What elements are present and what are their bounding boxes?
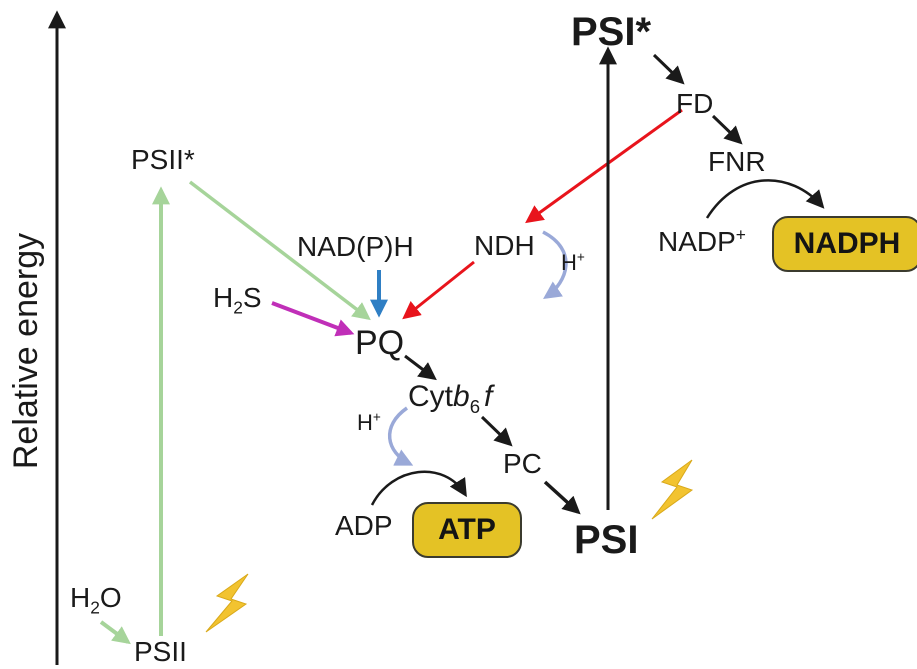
cyt-f: f xyxy=(484,380,493,413)
h2s-sub: 2 xyxy=(233,297,243,318)
proton-charge: + xyxy=(372,409,381,425)
pq-to-cyt-arrow xyxy=(404,354,437,381)
h2s-rest: S xyxy=(242,282,262,313)
energy-axis-label: Relative energy xyxy=(7,232,45,470)
h2o-sub: 2 xyxy=(90,597,100,618)
fnr-label: FNR xyxy=(708,146,766,177)
cyt-base: Cyt xyxy=(408,380,453,413)
psi-star-label: PSI* xyxy=(571,10,652,54)
proton-base: H xyxy=(357,410,373,435)
proton-base: H xyxy=(561,250,577,275)
fd-label: FD xyxy=(676,88,714,119)
pc-to-psi-arrow xyxy=(543,480,581,515)
nadph-label: NADPH xyxy=(793,227,901,260)
h2s-label: H2S xyxy=(213,282,262,317)
adp-to-atp-curve xyxy=(370,470,467,506)
lightning-bolt-icon xyxy=(205,573,249,633)
nadph-product-box: NADPH xyxy=(772,216,917,272)
psii-star-label: PSII* xyxy=(131,144,195,175)
atp-product-box: ATP xyxy=(412,502,522,558)
psi-star-to-fd-arrow xyxy=(652,53,685,85)
proton-charge: + xyxy=(576,249,585,265)
cyt-to-pc-arrow xyxy=(480,415,513,447)
h2o-to-psii-arrow xyxy=(99,620,131,645)
nadp-plus-label: NADP+ xyxy=(658,224,746,257)
atp-label: ATP xyxy=(438,513,496,546)
fd-to-ndh-arrow xyxy=(525,108,683,224)
cyt-proton-curve xyxy=(388,406,414,466)
psii-star-to-pq-arrow xyxy=(188,180,371,321)
cyt-sub: 6 xyxy=(469,396,481,417)
h2s-to-pq-arrow xyxy=(271,301,355,337)
ndh-proton-label: H+ xyxy=(561,249,585,275)
nadp-base: NADP xyxy=(658,226,736,257)
fd-to-fnr-arrow xyxy=(711,114,743,145)
psi-label: PSI xyxy=(574,518,639,562)
ndh-to-pq-arrow xyxy=(402,260,475,320)
cyt-proton-label: H+ xyxy=(357,409,381,435)
h2o-label: H2O xyxy=(70,582,122,617)
pq-label: PQ xyxy=(355,324,405,362)
nadp-charge: + xyxy=(735,224,746,245)
adp-label: ADP xyxy=(335,510,393,541)
h2o-rest: O xyxy=(99,582,122,613)
h2o-base: H xyxy=(70,582,91,613)
ndh-proton-curve xyxy=(542,230,568,300)
ndh-label: NDH xyxy=(474,230,535,261)
pc-label: PC xyxy=(503,448,542,479)
h2s-base: H xyxy=(213,282,234,313)
nadph-donor-label: NAD(P)H xyxy=(297,231,414,262)
nadp-to-nadph-curve xyxy=(705,179,825,219)
lightning-bolt-icon xyxy=(651,459,694,520)
psii-label: PSII xyxy=(134,636,187,667)
cyt-b: b xyxy=(453,380,470,413)
